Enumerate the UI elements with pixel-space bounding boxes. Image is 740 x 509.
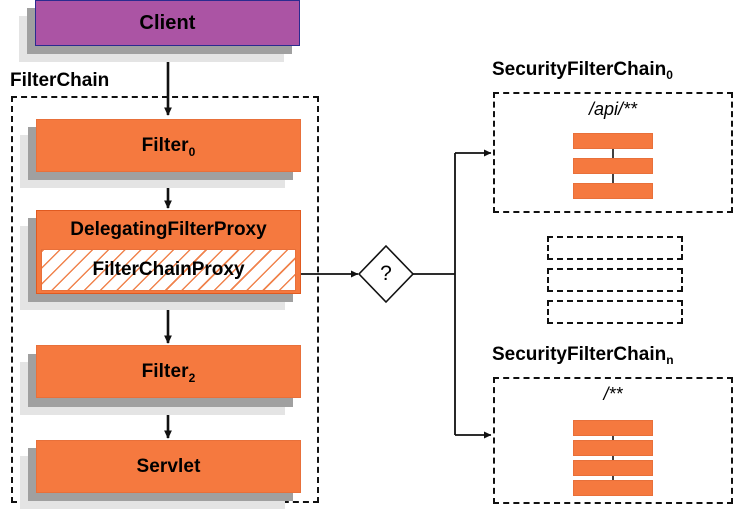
- securityfilterchain-0-caption: SecurityFilterChain0: [492, 59, 673, 82]
- securityfilterchain-0-filter-bar[interactable]: [573, 133, 653, 149]
- node-servlet-label: Servlet: [136, 455, 201, 477]
- securityfilterchain-0-caption-subscript: 0: [666, 68, 673, 82]
- securityfilterchain-n-caption-subscript: n: [666, 353, 674, 367]
- securityfilterchain-n-pattern: /**: [603, 384, 623, 404]
- ellipsis-placeholder: [547, 236, 683, 260]
- securityfilterchain-n-caption-text: SecurityFilterChain: [492, 344, 667, 365]
- ellipsis-placeholder: [547, 300, 683, 324]
- node-filter-2-label: Filter2: [141, 360, 196, 385]
- node-filter-2[interactable]: Filter2: [36, 345, 301, 398]
- filterchain-caption: FilterChain: [10, 70, 109, 92]
- securityfilterchain-n-caption: SecurityFilterChainn: [492, 344, 674, 367]
- node-filter-chain-proxy-label: FilterChainProxy: [92, 259, 245, 280]
- node-filter-2-subscript: 2: [188, 370, 196, 385]
- node-servlet[interactable]: Servlet: [36, 440, 301, 493]
- node-client-label: Client: [139, 11, 196, 34]
- branch-bus: [413, 149, 492, 439]
- securityfilterchain-0-filter-bar[interactable]: [573, 158, 653, 174]
- securityfilterchain-0-box: [493, 92, 733, 213]
- node-delegating-filter-proxy[interactable]: DelegatingFilterProxy FilterChainProxy: [36, 210, 301, 294]
- node-filter-0-subscript: 0: [188, 144, 196, 159]
- securityfilterchain-n-filter-bar[interactable]: [573, 420, 653, 436]
- securityfilterchain-0-filter-bar[interactable]: [573, 183, 653, 199]
- decision-question-mark: ?: [380, 262, 392, 285]
- ellipsis-placeholder: [547, 268, 683, 292]
- node-filter-0-label: Filter0: [141, 134, 196, 159]
- node-delegating-filter-proxy-label: DelegatingFilterProxy: [70, 219, 267, 240]
- securityfilterchain-n-filter-bar[interactable]: [573, 440, 653, 456]
- securityfilterchain-n-filter-bar[interactable]: [573, 480, 653, 496]
- node-client[interactable]: Client: [35, 0, 300, 46]
- node-filter-chain-proxy[interactable]: FilterChainProxy: [41, 249, 296, 291]
- securityfilterchain-0-pattern: /api/**: [588, 99, 638, 119]
- filterchain-caption-text: FilterChain: [10, 70, 110, 91]
- securityfilterchain-n-filter-bar[interactable]: [573, 460, 653, 476]
- node-filter-0[interactable]: Filter0: [36, 119, 301, 172]
- securityfilterchain-0-caption-text: SecurityFilterChain: [492, 59, 667, 80]
- decision-label: ?: [366, 262, 406, 286]
- securityfilterchain-n-box: [493, 377, 733, 504]
